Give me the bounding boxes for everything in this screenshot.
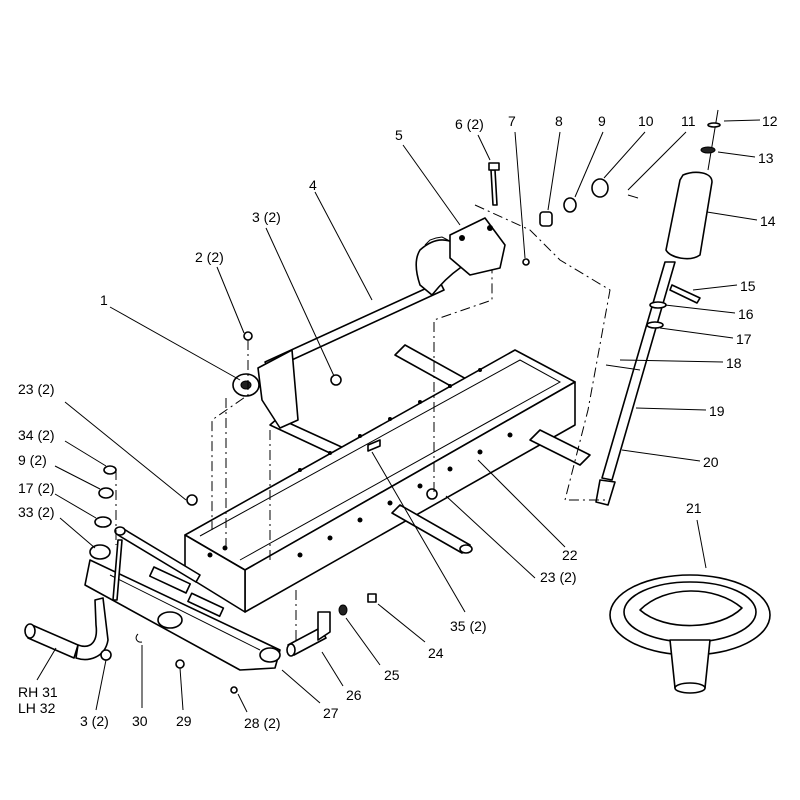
callout-9: 9 <box>598 113 606 129</box>
frame-holes <box>207 368 513 558</box>
steering-bracket <box>232 349 342 429</box>
callout-24: 24 <box>428 645 444 661</box>
callout-1: 1 <box>100 292 108 308</box>
callout-lh-32: LH 32 <box>18 700 56 716</box>
callout-28: 28 (2) <box>244 715 281 731</box>
callout-9-axle: 9 (2) <box>18 452 47 468</box>
steering-wheel <box>609 574 771 694</box>
callout-34: 34 (2) <box>18 427 55 443</box>
callout-12: 12 <box>762 113 778 129</box>
drag-link <box>112 526 201 601</box>
steering-support <box>449 162 530 276</box>
leader-lines <box>36 119 761 713</box>
callout-16: 16 <box>738 306 754 322</box>
callout-19: 19 <box>709 403 725 419</box>
callout-35: 35 (2) <box>450 618 487 634</box>
callout-11: 11 <box>681 113 696 129</box>
callout-rh-31: RH 31 <box>18 684 58 700</box>
callout-8: 8 <box>555 113 563 129</box>
small-hardware <box>94 331 438 694</box>
frame-rail <box>184 344 591 613</box>
pivot-hardware <box>286 593 377 657</box>
callout-21: 21 <box>686 500 702 516</box>
callout-4: 4 <box>309 177 317 193</box>
callout-29: 29 <box>176 713 192 729</box>
callout-18: 18 <box>726 355 742 371</box>
callout-33: 33 (2) <box>18 504 55 520</box>
callout-23-bottom: 23 (2) <box>540 569 577 585</box>
callout-10: 10 <box>638 113 654 129</box>
spindle <box>24 597 112 661</box>
assembly-lines <box>115 204 611 640</box>
callout-23-frame: 23 (2) <box>18 381 55 397</box>
callout-6: 6 (2) <box>455 116 484 132</box>
pitman-shaft <box>264 236 469 371</box>
steering-shaft <box>595 109 721 506</box>
callout-17-axle: 17 (2) <box>18 480 55 496</box>
callout-14: 14 <box>760 213 776 229</box>
callout-7: 7 <box>508 113 516 129</box>
callout-15: 15 <box>740 278 756 294</box>
callout-3-axle: 3 (2) <box>80 713 109 729</box>
callout-2: 2 (2) <box>195 249 224 265</box>
callout-13: 13 <box>758 150 774 166</box>
front-axle <box>84 544 281 671</box>
callout-26: 26 <box>346 687 362 703</box>
callout-17: 17 <box>736 331 752 347</box>
callout-22: 22 <box>562 547 578 563</box>
callout-30: 30 <box>132 713 148 729</box>
steering-hardware <box>539 178 639 227</box>
callout-27: 27 <box>323 705 339 721</box>
callout-5: 5 <box>395 127 403 143</box>
callout-25: 25 <box>384 667 400 683</box>
callout-20: 20 <box>703 454 719 470</box>
callout-labels: 1 2 (2) 3 (2) 4 5 6 (2) 7 8 9 10 11 12 1… <box>18 113 778 731</box>
callout-3: 3 (2) <box>252 209 281 225</box>
